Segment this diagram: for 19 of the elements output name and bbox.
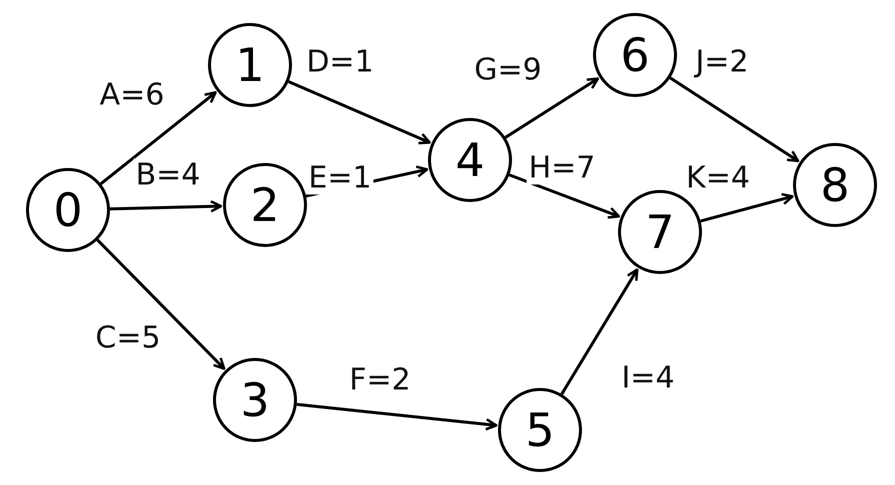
- arrow: [508, 173, 620, 219]
- event-circle: 7: [618, 190, 702, 274]
- event-circle: 6: [593, 13, 677, 97]
- arrow: [560, 268, 638, 395]
- arrow: [110, 200, 222, 213]
- event-circle: 2: [223, 163, 307, 247]
- arrow: [504, 77, 600, 139]
- event-circle: 8: [793, 143, 877, 227]
- arrow: [669, 76, 800, 162]
- arrow: [288, 80, 431, 144]
- event-circle: 0: [26, 168, 110, 252]
- event-circle: 5: [498, 388, 582, 472]
- arrow: [700, 192, 794, 223]
- event-circle: 1: [208, 23, 292, 107]
- arrow: [296, 402, 498, 431]
- arrow: [96, 238, 226, 370]
- event-circle: 3: [213, 358, 297, 442]
- event-circle: 4: [428, 118, 512, 202]
- arrow: [100, 91, 217, 185]
